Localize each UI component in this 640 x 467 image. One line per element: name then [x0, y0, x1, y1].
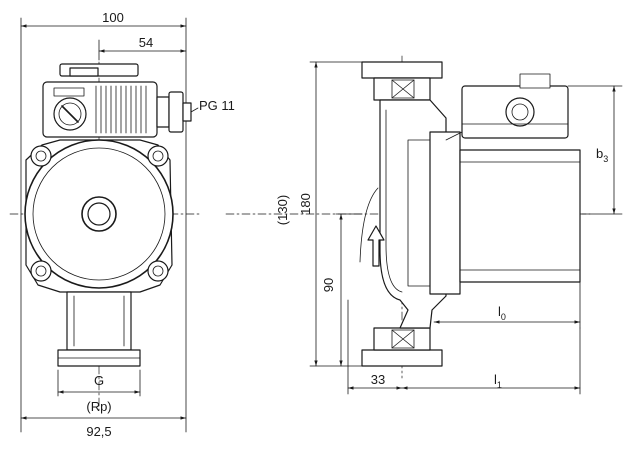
dim-label-54: 54	[139, 35, 153, 50]
flow-curve	[359, 187, 379, 263]
motor-flange	[429, 131, 461, 295]
dim-label-l0: l0	[498, 304, 506, 322]
vent-screw-inner	[87, 202, 111, 226]
selector-window	[53, 87, 85, 97]
dim-label-33: 33	[371, 372, 385, 387]
motor-housing-inner	[32, 147, 166, 281]
cable-gland-side	[505, 97, 535, 127]
flow-direction-arrow	[367, 225, 385, 267]
cooling-ribs	[95, 85, 147, 134]
mounting-lug-br	[147, 260, 169, 282]
pipe-connection-front	[57, 291, 141, 367]
pipe-flange-top	[361, 61, 443, 101]
dim-label-100: 100	[102, 10, 124, 25]
terminal-box	[42, 63, 158, 138]
dim-label-130: (130)	[275, 195, 290, 225]
front-view: 100 54	[9, 10, 235, 439]
mounting-lug-tr	[147, 145, 169, 167]
dim-label-rp: (Rp)	[86, 399, 111, 414]
dim-label-90: 90	[321, 278, 336, 292]
vent-screw-outer	[81, 196, 117, 232]
mounting-lug-tl	[30, 145, 52, 167]
motor-housing-side	[407, 73, 581, 295]
motor-stator	[459, 149, 581, 283]
cable-gland-label: PG 11	[199, 98, 235, 113]
dim-label-l1: l1	[494, 372, 502, 390]
cable-gland	[156, 91, 199, 133]
pipe-flange-bottom	[361, 327, 443, 367]
dim-label-g: G	[94, 373, 104, 388]
dim-label-b3: b3	[596, 146, 608, 164]
dim-label-92-5: 92,5	[86, 424, 111, 439]
knob-top	[519, 73, 551, 89]
dim-label-180: 180	[298, 193, 313, 215]
side-view: 180 (130) 90	[225, 55, 623, 395]
speed-selector-knob	[53, 97, 87, 131]
mounting-lug-bl	[30, 260, 52, 282]
pump-housing-front	[24, 139, 174, 293]
